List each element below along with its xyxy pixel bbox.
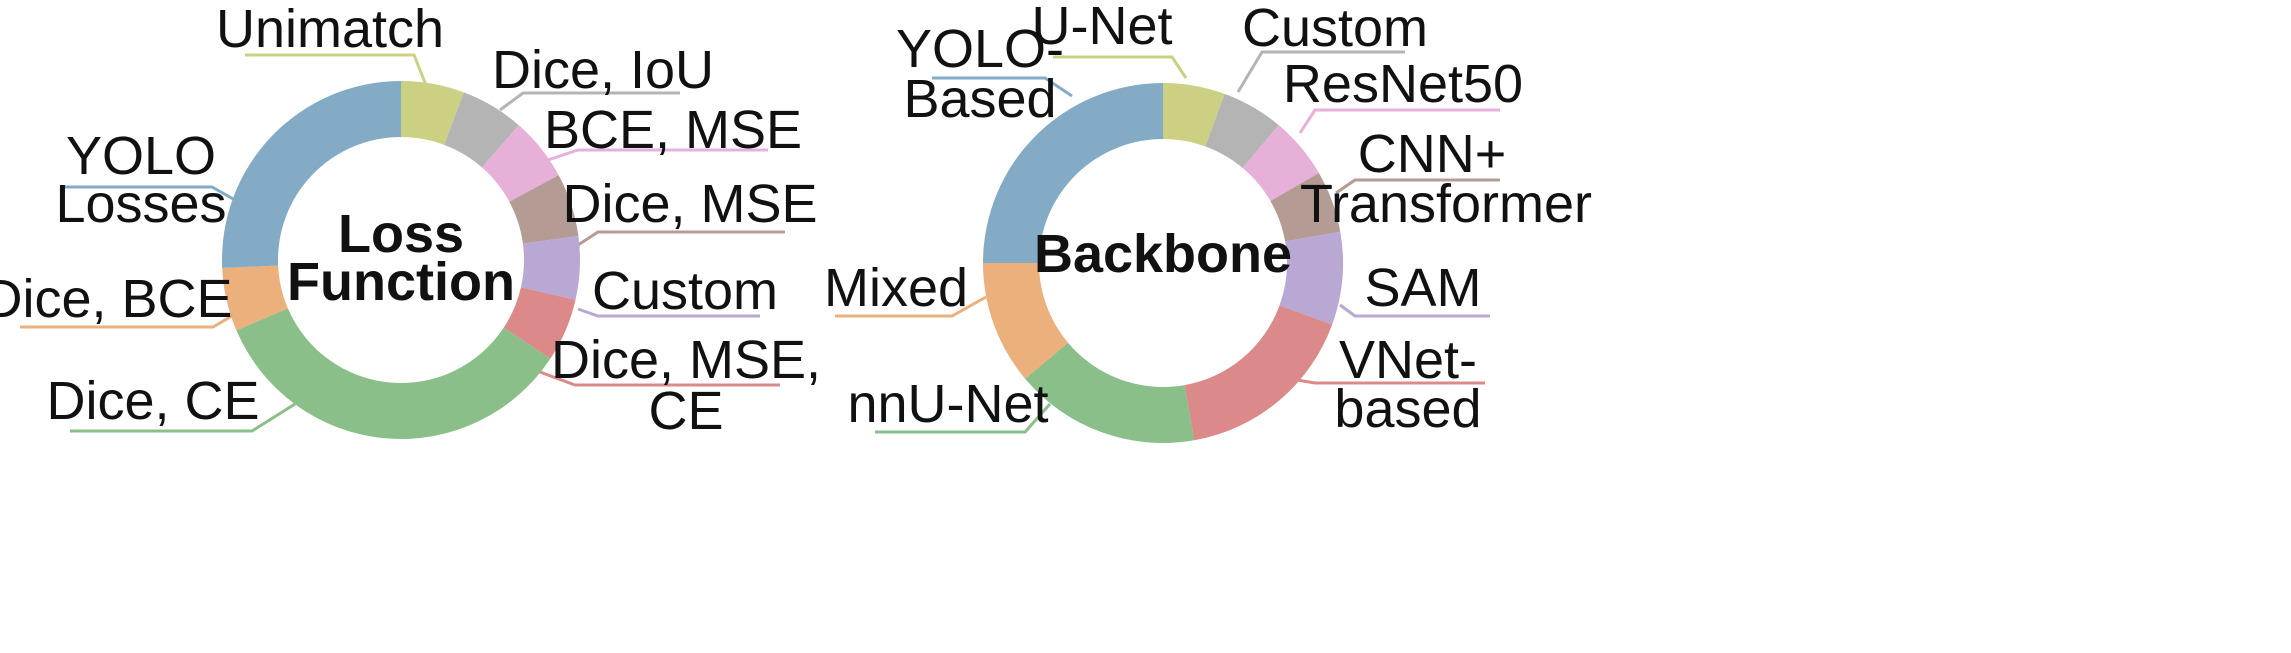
leader-line-dice-ce [70, 402, 296, 433]
slice-dice-mse-ce [503, 287, 576, 359]
leader-line-vnet-based [1296, 378, 1485, 385]
slice-dice-mse [509, 175, 579, 244]
leader-line-yolo-based [932, 76, 1073, 98]
slice-dice-iou [444, 92, 519, 168]
slice-unimatch [401, 81, 464, 145]
slice-label-dice-mse-ce: CE [648, 381, 723, 441]
slice-sam [1279, 231, 1343, 325]
leader-line-mixed [835, 295, 987, 318]
slice-label-sam: SAM [1364, 258, 1481, 318]
slice-label-cnn-transformer: Transformer [1300, 174, 1592, 234]
leader-line-yolo-losses [60, 185, 236, 202]
leader-line-dice-bce [20, 314, 233, 329]
leader-line-dice-iou [499, 91, 680, 112]
center-label: Backbone [1034, 224, 1292, 284]
leader-line-resnet50 [1298, 108, 1500, 134]
slice-custom [1205, 93, 1279, 169]
slice-label-custom: Custom [1242, 0, 1428, 58]
slice-label-nnu-net: nnU-Net [847, 374, 1048, 434]
center-label: Loss [338, 204, 464, 264]
slice-label-dice-ce: Dice, CE [46, 371, 259, 431]
leader-line-dice-mse [577, 230, 785, 247]
leader-line-nnu-net [875, 403, 1052, 434]
slice-label-mixed: Mixed [824, 258, 968, 318]
slice-yolo-losses [222, 81, 401, 269]
leader-line-custom [1236, 50, 1405, 93]
slice-cnn-transformer [1270, 173, 1341, 242]
slice-label-unimatch: Unimatch [216, 0, 444, 59]
center-label: Function [287, 252, 515, 312]
slice-label-yolo-based: YOLO- [896, 19, 1064, 79]
slice-nnu-net [1025, 342, 1195, 443]
slice-label-vnet-based: VNet- [1339, 330, 1477, 390]
slice-label-yolo-losses: Losses [55, 174, 226, 234]
slice-label-u-net: U-Net [1031, 0, 1172, 56]
leader-line-u-net [1053, 55, 1188, 79]
slice-custom [520, 235, 580, 300]
slice-label-resnet50: ResNet50 [1283, 54, 1523, 114]
leader-line-custom [577, 307, 760, 318]
slice-label-dice-bce: Dice, BCE [0, 269, 233, 329]
slice-yolo-based [983, 83, 1163, 263]
slice-dice-ce [236, 308, 551, 439]
leader-line-bce-mse [547, 148, 768, 162]
slice-label-custom: Custom [592, 261, 778, 321]
leader-line-cnn-transformer [1335, 178, 1500, 195]
leader-line-unimatch [245, 53, 430, 91]
slice-label-dice-mse-ce: Dice, MSE, [551, 330, 821, 390]
leader-line-dice-mse-ce [539, 370, 780, 387]
slice-label-yolo-losses: YOLO [66, 126, 216, 186]
slice-label-yolo-based: Based [903, 69, 1056, 129]
slice-label-vnet-based: based [1334, 379, 1481, 439]
slice-vnet-based [1184, 305, 1333, 441]
slice-label-dice-mse: Dice, MSE [562, 174, 817, 234]
slice-mixed [983, 263, 1069, 379]
leader-line-sam [1339, 303, 1490, 318]
slice-label-dice-iou: Dice, IoU [492, 40, 714, 100]
slice-label-cnn-transformer: CNN+ [1358, 124, 1507, 184]
slice-dice-bce [222, 265, 288, 331]
slice-label-bce-mse: BCE, MSE [544, 100, 802, 160]
slice-u-net [1163, 83, 1225, 147]
slice-bce-mse [481, 125, 559, 202]
slice-resnet50 [1242, 125, 1319, 201]
